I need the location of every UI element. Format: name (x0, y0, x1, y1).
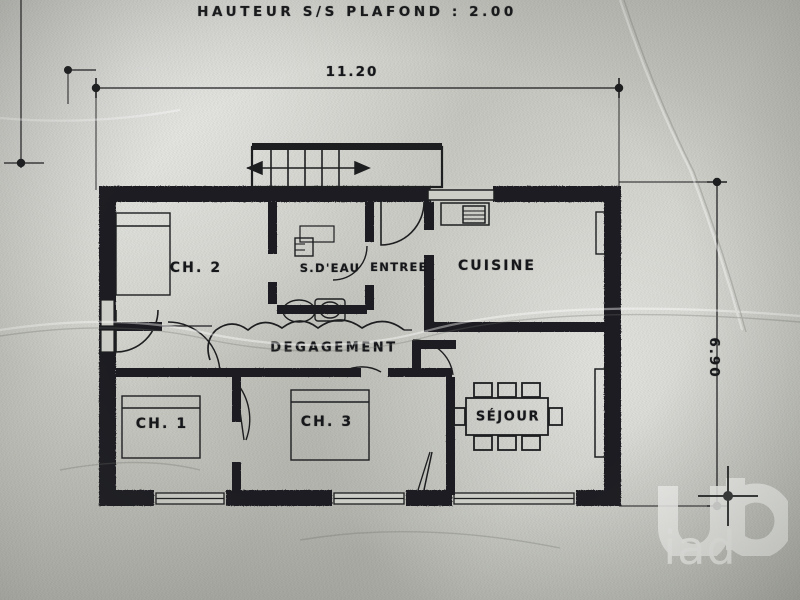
interior-walls (116, 202, 610, 495)
sdeau-basin (294, 237, 314, 257)
partition-ch3-sejour (446, 377, 455, 495)
bottom-windows (155, 492, 575, 505)
cuisine-right-unit (595, 211, 609, 255)
ch1-bed-frame (121, 395, 201, 459)
sejour-dining-set (451, 382, 563, 451)
wall-top-mid2 (371, 186, 431, 202)
wall-bottom-2 (226, 490, 332, 506)
partition-ch1-ch3-top (232, 377, 241, 422)
partition-cuisine-left-bot (424, 255, 434, 330)
ch3-bed-frame (290, 389, 370, 461)
partition-cuisine-bottom (424, 322, 610, 332)
sdeau-fixtures (294, 225, 335, 257)
cuisine-fixtures (427, 189, 495, 226)
partition-ch2-right-bot (268, 282, 277, 304)
dining-chair-t3 (521, 382, 541, 398)
ch3-bed (290, 389, 370, 461)
door-ch3 (342, 366, 382, 373)
partition-hall-stub-h (412, 340, 456, 349)
left-wall-openings (100, 299, 115, 353)
partition-sdeau-bottom (277, 305, 367, 314)
staircase-outline (250, 145, 444, 189)
partition-cuisine-left-top (424, 202, 434, 230)
partition-hall-bottom-mid (241, 368, 361, 377)
partition-hall-node (236, 368, 241, 377)
partition-ch2-right-top (268, 202, 277, 254)
dining-chair-b3 (521, 435, 541, 451)
hall-curve-top (207, 319, 405, 361)
wall-bottom-1 (99, 490, 154, 506)
dining-chair-l (451, 407, 466, 426)
door-sejour (412, 339, 454, 376)
wc-fixtures (282, 298, 346, 323)
window-left-mid (100, 329, 115, 353)
wall-bottom-4 (576, 490, 621, 506)
staircase-direction-arrow (246, 160, 371, 176)
partition-hall-stub (412, 340, 421, 370)
door-ch2 (167, 321, 221, 375)
partition-ch2-bottom (116, 322, 162, 331)
dining-chair-t2 (497, 382, 517, 398)
cuisine-counter (440, 202, 490, 226)
dining-chair-b2 (497, 435, 517, 451)
sdeau-shower (299, 225, 335, 243)
cuisine-upper-band (427, 189, 495, 201)
window-left-upper (100, 299, 115, 327)
door-swings (115, 201, 454, 491)
ch2-bed (115, 212, 171, 296)
partition-sdeau-right-top (365, 202, 374, 242)
partition-ch1-ch3-bot (232, 462, 241, 494)
wall-top-mid (249, 186, 371, 202)
staircase (246, 143, 444, 189)
cuisine-tall-unit (595, 211, 609, 255)
door-sdeau (332, 245, 368, 281)
partition-hall-bottom-left (116, 368, 236, 377)
door-ch1-leaf (235, 381, 245, 441)
dining-chair-r (548, 407, 563, 426)
wc-tank (314, 298, 346, 322)
partition-hall-bottom-right (388, 368, 452, 377)
hallway-outline (207, 319, 405, 361)
wall-top-right (493, 186, 621, 202)
sejour-furniture (594, 368, 610, 458)
door-left-wall (115, 309, 159, 353)
wall-bottom-3 (406, 490, 452, 506)
door-ch1 (235, 381, 251, 441)
wall-top-left (99, 186, 249, 202)
dining-table (465, 397, 549, 436)
hallway-details (162, 325, 412, 331)
door-bottom-leaf2 (417, 451, 431, 491)
door-bottom-leaf (423, 451, 433, 491)
ch2-bed-frame (115, 212, 171, 296)
partition-sdeau-right-bot (365, 285, 374, 310)
staircase-top-wall (252, 143, 442, 150)
dining-chair-b1 (473, 435, 493, 451)
wall-right (604, 186, 621, 506)
sejour-side-unit (594, 368, 610, 458)
ch1-bed (121, 395, 201, 459)
wc-bowl (319, 301, 341, 319)
door-entree (380, 201, 425, 246)
dining-chair-t1 (473, 382, 493, 398)
